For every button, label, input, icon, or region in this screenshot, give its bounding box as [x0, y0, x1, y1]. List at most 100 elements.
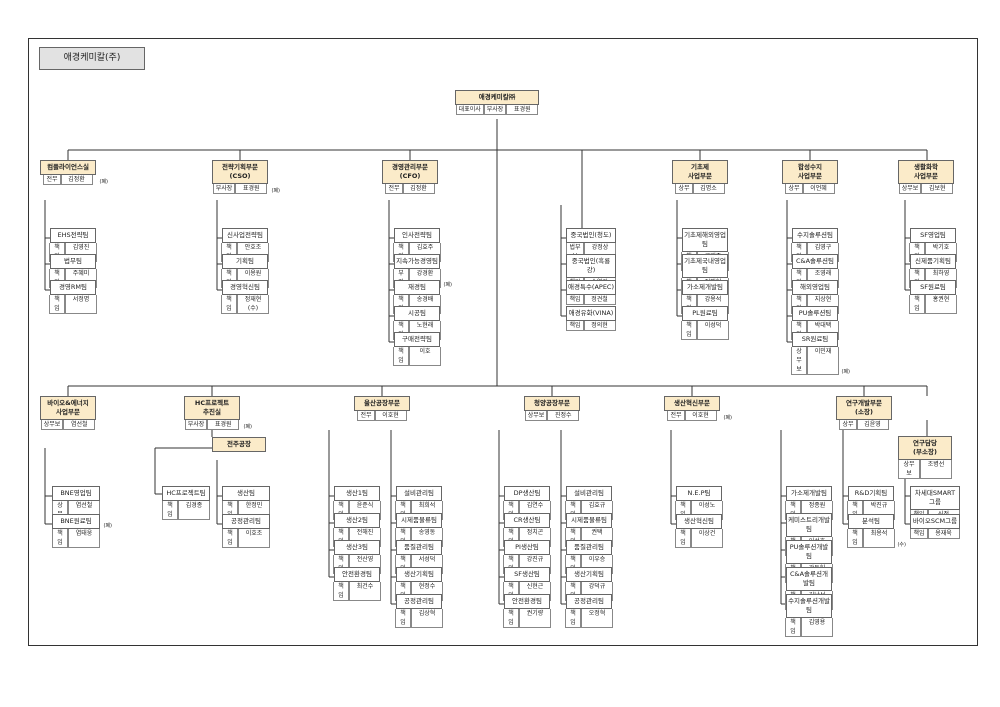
org-box-title: 공정관리팀 — [396, 594, 442, 609]
org-box-title: N.E.P팀 — [676, 486, 722, 501]
person-field: 상무 — [675, 184, 693, 194]
person-field: 김영용 — [801, 618, 833, 637]
org-box-title: 안전환경팀 — [504, 594, 550, 609]
org-box-title: 생산혁신팀 — [676, 514, 722, 529]
person-field: 이언혜 — [802, 184, 835, 194]
person-field: 책임 — [221, 295, 237, 314]
person-field: 부사장 — [212, 184, 236, 194]
person-field: 이호현 — [684, 411, 717, 421]
person-field: 조병선 — [920, 460, 952, 479]
org-box[interactable]: 전주공장 — [212, 437, 266, 452]
org-box-title: 공정관리팀 — [566, 594, 612, 609]
org-box-title: DP생산팀 — [504, 486, 550, 501]
org-box[interactable]: 시제품물류팀책임권택 — [565, 513, 613, 547]
org-box-title: PL원료팀 — [682, 306, 728, 321]
org-box-title: 컴플라이언스실 — [40, 160, 96, 175]
person-field: 정견철 — [583, 295, 616, 305]
person-field: 권기량 — [519, 609, 551, 628]
person-field: 김상혁 — [411, 609, 443, 628]
person-field: 상무보 — [40, 420, 64, 430]
person-field: 정의현 — [583, 321, 616, 331]
person-field: 김경종 — [178, 501, 210, 520]
org-box-title: 중국법인(청도) — [566, 228, 616, 243]
org-box-title: 기획팀 — [222, 254, 268, 269]
person-field: 책임 — [52, 529, 68, 548]
person-field: 책임 — [909, 295, 925, 314]
person-field: 부사장 — [483, 105, 507, 115]
org-box-title: 가소제개발팀 — [682, 280, 728, 295]
org-box-title: SF영업팀 — [910, 228, 956, 243]
person-field: 상무보 — [898, 460, 920, 479]
org-box[interactable]: PI생산팀책임강진규 — [503, 540, 551, 574]
chart-frame — [28, 38, 978, 646]
person-field: 상무보 — [898, 184, 922, 194]
person-field: 염선철 — [63, 420, 96, 430]
org-box-title: 생산혁신부문 — [664, 396, 720, 411]
org-box-title: 생산2팀 — [334, 513, 380, 528]
note-mark: (폐) — [841, 369, 850, 375]
org-box-title: 생산기획팀 — [566, 567, 612, 582]
note-mark: (수) — [897, 542, 906, 548]
person-field: 김정환 — [60, 175, 93, 185]
person-field: 전무 — [667, 411, 685, 421]
person-field: 이호현 — [374, 411, 407, 421]
person-field: 부사장 — [184, 420, 208, 430]
org-box-title: 설비관리팀 — [566, 486, 612, 501]
org-box-title: C&A솔루션개발팀 — [786, 567, 832, 591]
note-mark: (폐) — [243, 424, 252, 430]
org-box-title: 애경유화(VINA) — [566, 306, 616, 321]
person-field: 김윤영 — [856, 420, 889, 430]
org-box[interactable]: 생산3팀책임전산영 — [333, 540, 381, 574]
org-box-title: PI생산팀 — [504, 540, 550, 555]
org-box-title: 품질관리팀 — [396, 540, 442, 555]
org-box-title: C&A솔루션팀 — [792, 254, 838, 269]
person-field: 전무 — [43, 175, 61, 185]
org-box-title: 생산1팀 — [334, 486, 380, 501]
person-field: 표경원 — [506, 105, 539, 115]
org-box-title: 수지솔루션개발팀 — [786, 594, 832, 618]
org-box-title: 수지솔루션팀 — [792, 228, 838, 243]
